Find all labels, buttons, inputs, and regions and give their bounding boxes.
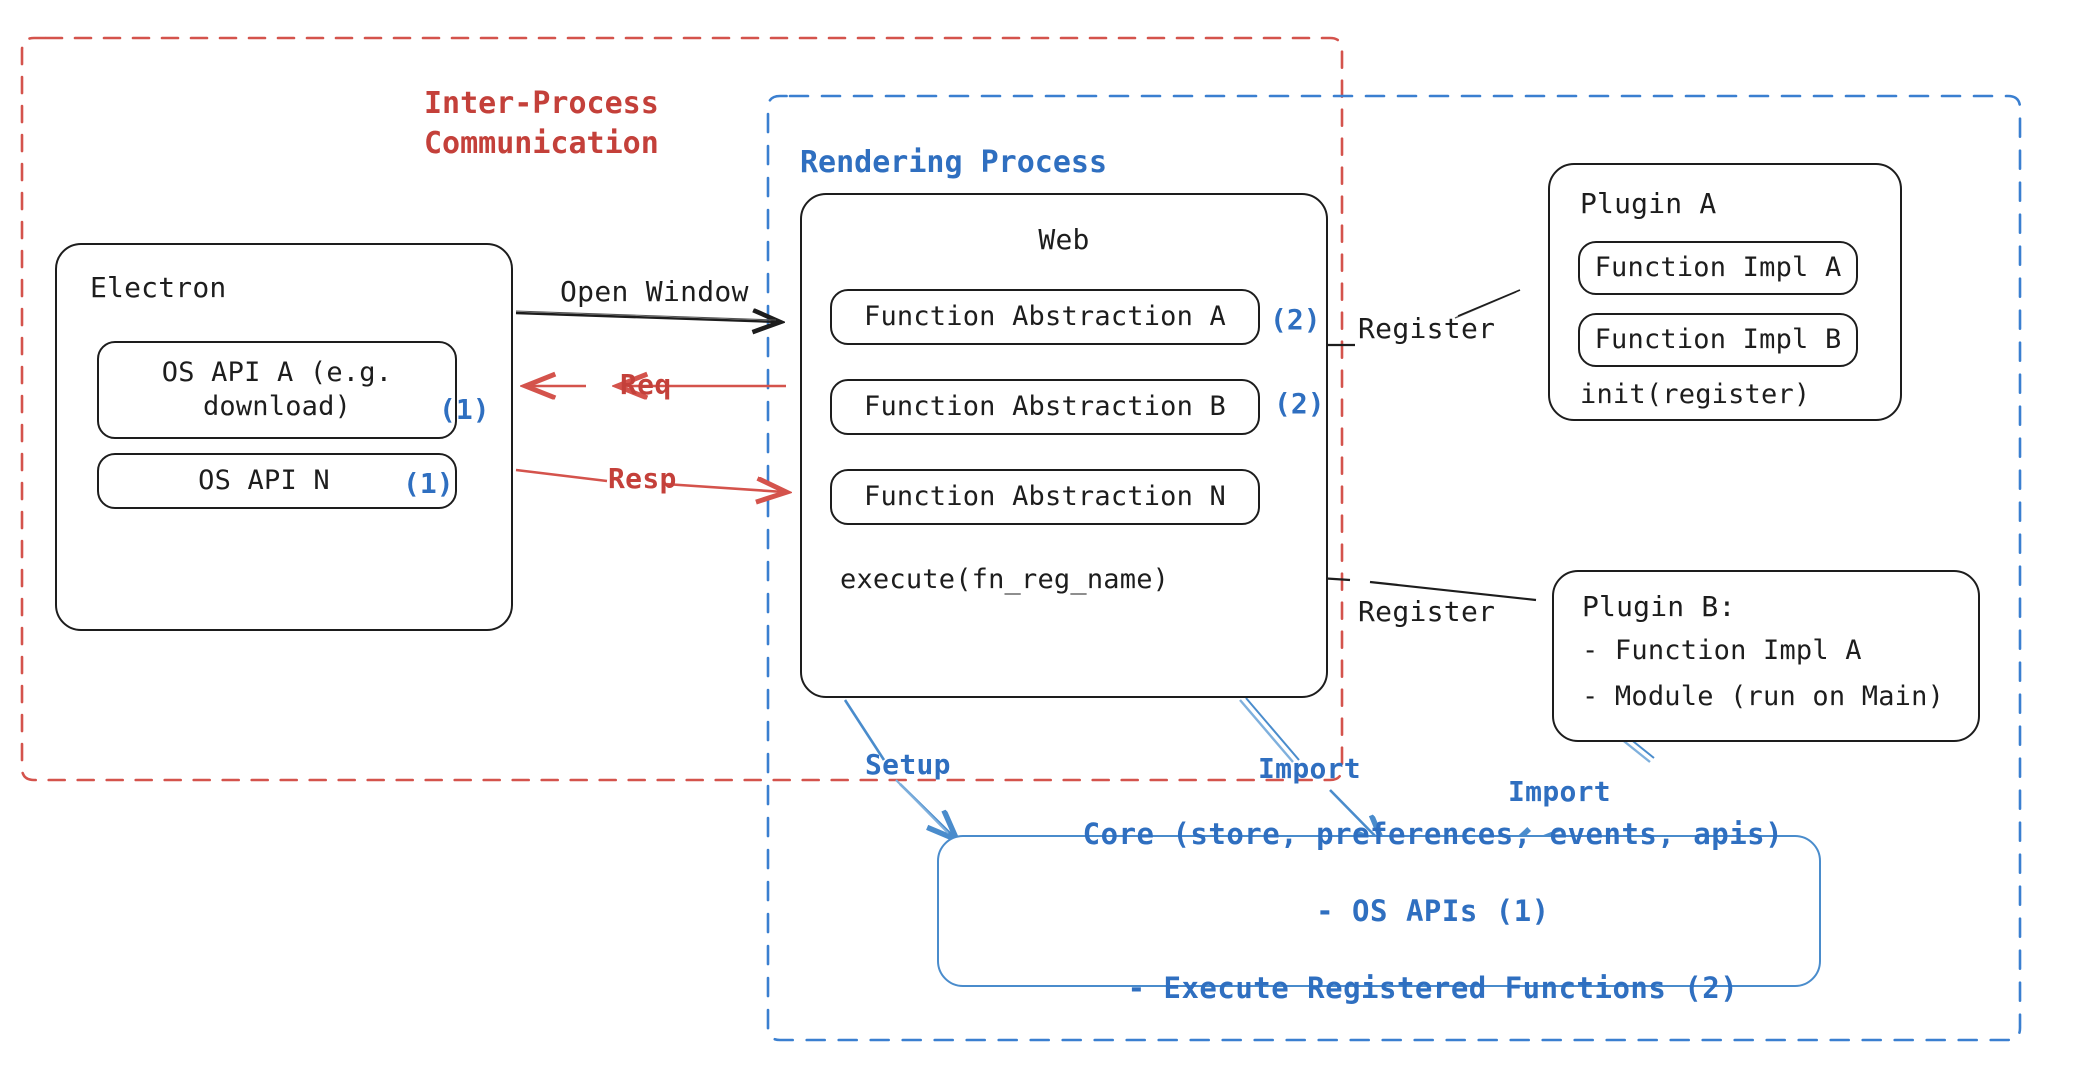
plugin-b-line-1: - Function Impl A: [1582, 635, 1862, 666]
edge-open-window: [515, 311, 778, 322]
edge-label-import-plugin-b: Import: [1508, 775, 1611, 808]
core-line-3: - Execute Registered Functions (2): [1127, 970, 1739, 1005]
function-abstraction-n-label: Function Abstraction N: [863, 481, 1227, 513]
os-api-a-box[interactable]: OS API A (e.g. download): [97, 341, 457, 439]
os-api-a-label: OS API A (e.g. download): [161, 357, 393, 422]
web-execute-label: execute(fn_reg_name): [840, 564, 1170, 595]
plugin-b-box[interactable]: Plugin B: - Function Impl A - Module (ru…: [1552, 570, 1980, 742]
core-line-2: - OS APIs (1): [1316, 893, 1550, 928]
function-abstraction-a-box[interactable]: Function Abstraction A: [830, 289, 1260, 345]
edge-label-register-plugin-b: Register: [1358, 595, 1496, 628]
plugin-a-title: Plugin A: [1580, 187, 1717, 220]
plugin-b-title: Plugin B:: [1582, 590, 1736, 623]
electron-box[interactable]: Electron OS API A (e.g. download) (1) OS…: [55, 243, 513, 631]
edge-label-register-plugin-a: Register: [1358, 312, 1496, 345]
os-api-n-marker: (1): [403, 467, 454, 500]
function-abstraction-b-label: Function Abstraction B: [863, 391, 1227, 423]
core-line-1: Core (store, preferences, events, apis): [1082, 816, 1784, 851]
plugin-b-line-2: - Module (run on Main): [1582, 681, 1945, 712]
os-api-n-box[interactable]: OS API N: [97, 453, 457, 509]
edge-label-setup: Setup: [865, 748, 951, 781]
plugin-a-impl-b-box[interactable]: Function Impl B: [1578, 313, 1858, 367]
electron-title: Electron: [90, 271, 227, 304]
edge-label-import-web: Import: [1258, 752, 1361, 785]
os-api-n-label: OS API N: [198, 465, 330, 497]
function-abstraction-a-label: Function Abstraction A: [863, 301, 1227, 333]
web-title: Web: [1038, 223, 1090, 256]
edge-label-open-window: Open Window: [560, 275, 749, 308]
core-box[interactable]: Core (store, preferences, events, apis) …: [937, 817, 1821, 1005]
plugin-a-impl-b-label: Function Impl B: [1594, 324, 1842, 356]
plugin-a-impl-a-box[interactable]: Function Impl A: [1578, 241, 1858, 295]
plugin-a-init-label: init(register): [1580, 379, 1811, 410]
plugin-a-box[interactable]: Plugin A Function Impl A Function Impl B…: [1548, 163, 1902, 421]
function-abstraction-b-box[interactable]: Function Abstraction B: [830, 379, 1260, 435]
function-abstraction-b-marker: (2): [1274, 387, 1325, 420]
rendering-process-title: Rendering Process: [800, 145, 1108, 180]
plugin-a-impl-a-label: Function Impl A: [1594, 252, 1842, 284]
edge-label-req: Req: [620, 368, 672, 401]
web-box[interactable]: Web Function Abstraction A (2) Function …: [800, 193, 1328, 698]
function-abstraction-a-marker: (2): [1270, 303, 1321, 336]
os-api-a-marker: (1): [439, 393, 490, 426]
function-abstraction-n-box[interactable]: Function Abstraction N: [830, 469, 1260, 525]
edge-label-resp: Resp: [608, 462, 677, 495]
core-text: Core (store, preferences, events, apis) …: [975, 776, 1783, 1046]
